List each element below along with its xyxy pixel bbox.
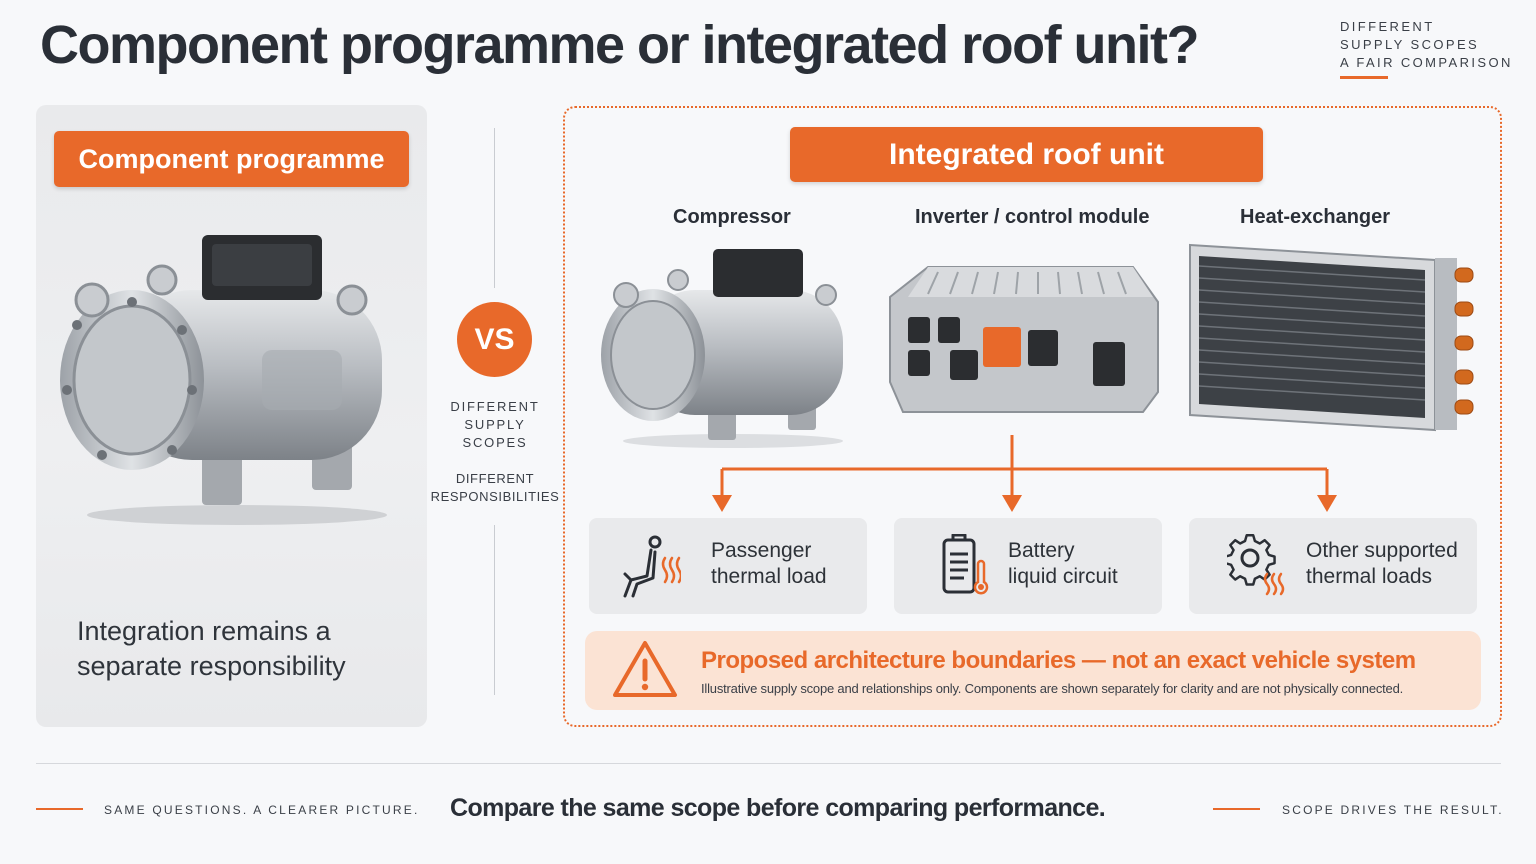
footer-right-text: SCOPE DRIVES THE RESULT.	[1282, 803, 1504, 817]
footer-left-text: SAME QUESTIONS. A CLEARER PICTURE.	[104, 803, 420, 817]
top-tag: DIFFERENT SUPPLY SCOPES A FAIR COMPARISO…	[1340, 18, 1513, 72]
note-line: SCOPES	[462, 435, 528, 450]
compressor-image	[60, 235, 387, 525]
left-caption-line: separate responsibility	[77, 651, 346, 681]
load-label-line: liquid circuit	[1008, 565, 1118, 588]
warning-subtext: Illustrative supply scope and relationsh…	[701, 681, 1404, 696]
top-tag-line: SUPPLY SCOPES	[1340, 37, 1480, 52]
load-card-passenger: Passenger thermal load	[589, 518, 867, 614]
inverter-label: Inverter / control module	[915, 206, 1150, 228]
top-tag-accent-rule	[1340, 76, 1388, 79]
note-line: DIFFERENT	[455, 471, 535, 486]
load-label-line: Battery	[1008, 539, 1075, 562]
top-tag-line: DIFFERENT	[1340, 19, 1435, 34]
inverter-image	[889, 266, 1159, 413]
left-caption-line: Integration remains a	[77, 616, 331, 646]
top-tag-line: A FAIR COMPARISON	[1340, 55, 1513, 70]
note-line: RESPONSIBILITIES	[430, 489, 560, 504]
warning-title: Proposed architecture boundaries — not a…	[701, 647, 1416, 674]
footer-tagline: Compare the same scope before comparing …	[450, 794, 1106, 822]
note-line: DIFFERENT	[450, 399, 540, 414]
load-label: Battery liquid circuit	[1008, 538, 1118, 590]
left-caption: Integration remains a separate responsib…	[77, 614, 407, 684]
footer-divider	[36, 763, 1501, 764]
page-title: Component programme or integrated roof u…	[40, 15, 1200, 75]
load-label: Passenger thermal load	[711, 538, 827, 590]
gear-heat-icon	[1227, 534, 1285, 596]
load-label-line: Passenger	[711, 539, 812, 562]
responsibilities-note: DIFFERENT RESPONSIBILITIES	[425, 470, 565, 506]
load-card-battery: Battery liquid circuit	[894, 518, 1162, 614]
footer-accent-right	[1213, 808, 1260, 810]
warning-icon	[613, 641, 677, 697]
vs-divider-top	[494, 128, 495, 288]
integrated-roof-unit-heading: Integrated roof unit	[790, 127, 1263, 182]
vs-badge: VS	[457, 302, 532, 377]
vs-divider-bottom	[494, 525, 495, 695]
load-label-line: Other supported	[1306, 539, 1458, 562]
integrated-roof-unit-panel	[563, 106, 1502, 727]
compressor-image	[601, 249, 843, 448]
load-label-line: thermal load	[711, 565, 827, 588]
warning-banner: Proposed architecture boundaries — not a…	[585, 631, 1481, 710]
load-card-other: Other supported thermal loads	[1189, 518, 1477, 614]
component-programme-heading: Component programme	[54, 131, 409, 187]
heat-exchanger-image	[1189, 243, 1474, 432]
supply-scopes-note: DIFFERENT SUPPLY SCOPES	[425, 398, 565, 452]
load-label: Other supported thermal loads	[1306, 538, 1458, 590]
footer-accent-left	[36, 808, 83, 810]
battery-temperature-icon	[942, 534, 989, 595]
load-label-line: thermal loads	[1306, 565, 1433, 588]
compressor-label: Compressor	[673, 206, 791, 228]
note-line: SUPPLY	[464, 417, 526, 432]
distribution-arrows	[712, 435, 1337, 512]
seat-heat-icon	[623, 535, 681, 598]
heat-exchanger-label: Heat-exchanger	[1240, 206, 1391, 228]
